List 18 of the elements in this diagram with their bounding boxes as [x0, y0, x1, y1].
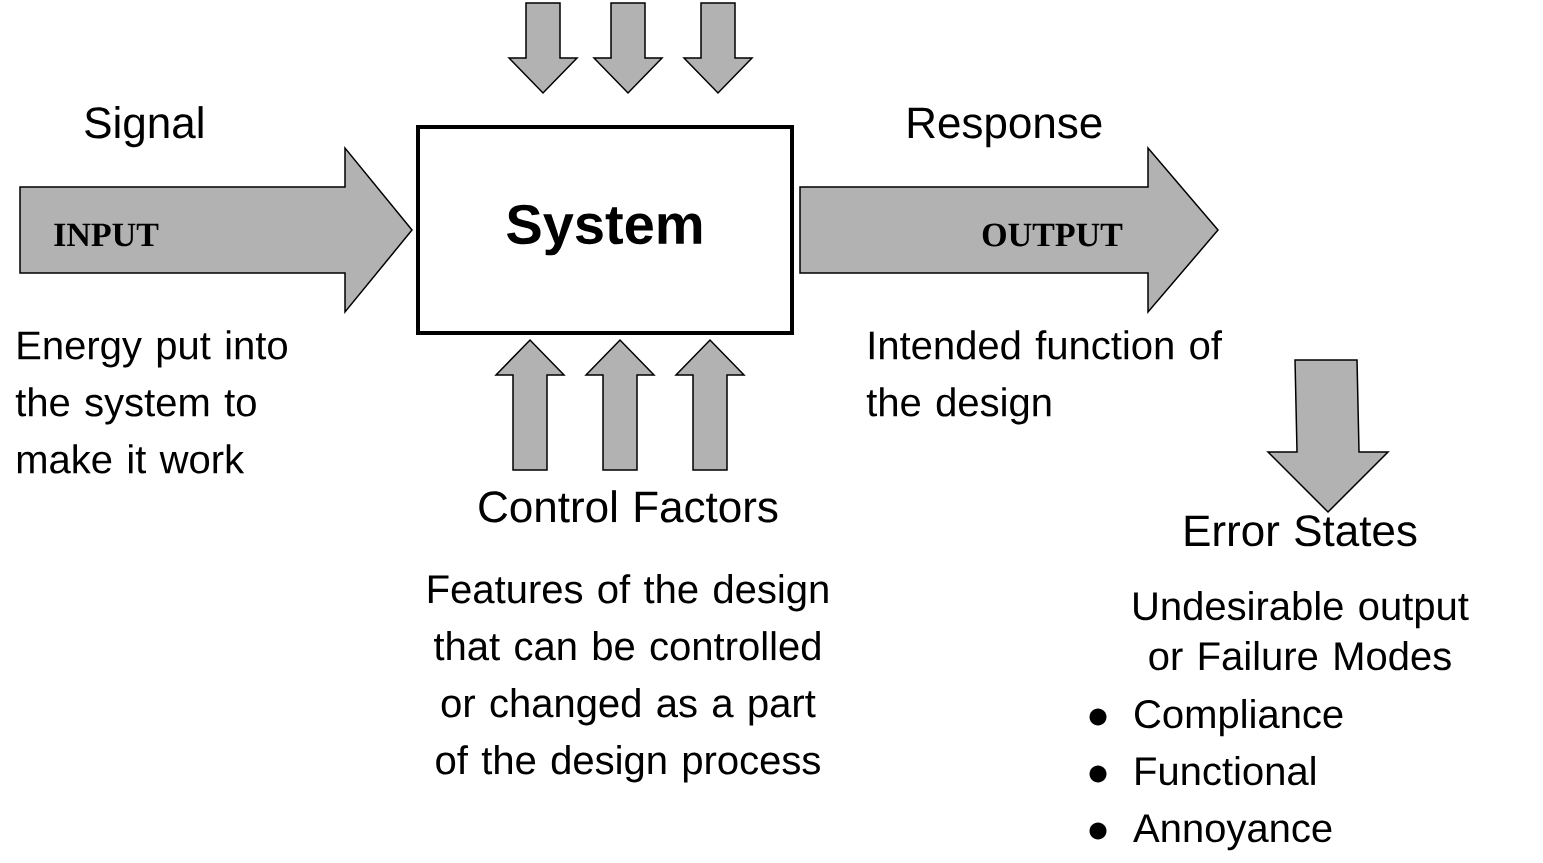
- factor-description: Control Factors Features of the design that can be controlled or changed as a part of the design process: [428, 490, 828, 783]
- description-text: Intended function of the design: [866, 330, 1222, 425]
- heading: Signal: [85, 106, 203, 148]
- heading: Response: [908, 107, 1102, 148]
- error-description: Error States Undesirable output or Failure Modes Compliance Functional Annoyance: [1133, 515, 1469, 851]
- description-text: Energy put into the system to make it work: [15, 330, 287, 474]
- block-arrow: [799, 145, 1219, 315]
- block-arrow: [592, 2, 664, 95]
- block-arrow: [682, 2, 754, 95]
- block-arrow: [494, 338, 566, 471]
- arrow-label: OUTPUT: [982, 223, 1123, 247]
- block-arrow: [1266, 359, 1390, 514]
- system-box: System: [416, 125, 794, 335]
- arrow-label: INPUT: [54, 223, 159, 247]
- block-arrow: [507, 2, 579, 95]
- block-arrow: [19, 145, 413, 315]
- block-arrow: [674, 338, 746, 471]
- block-arrow: [584, 338, 656, 471]
